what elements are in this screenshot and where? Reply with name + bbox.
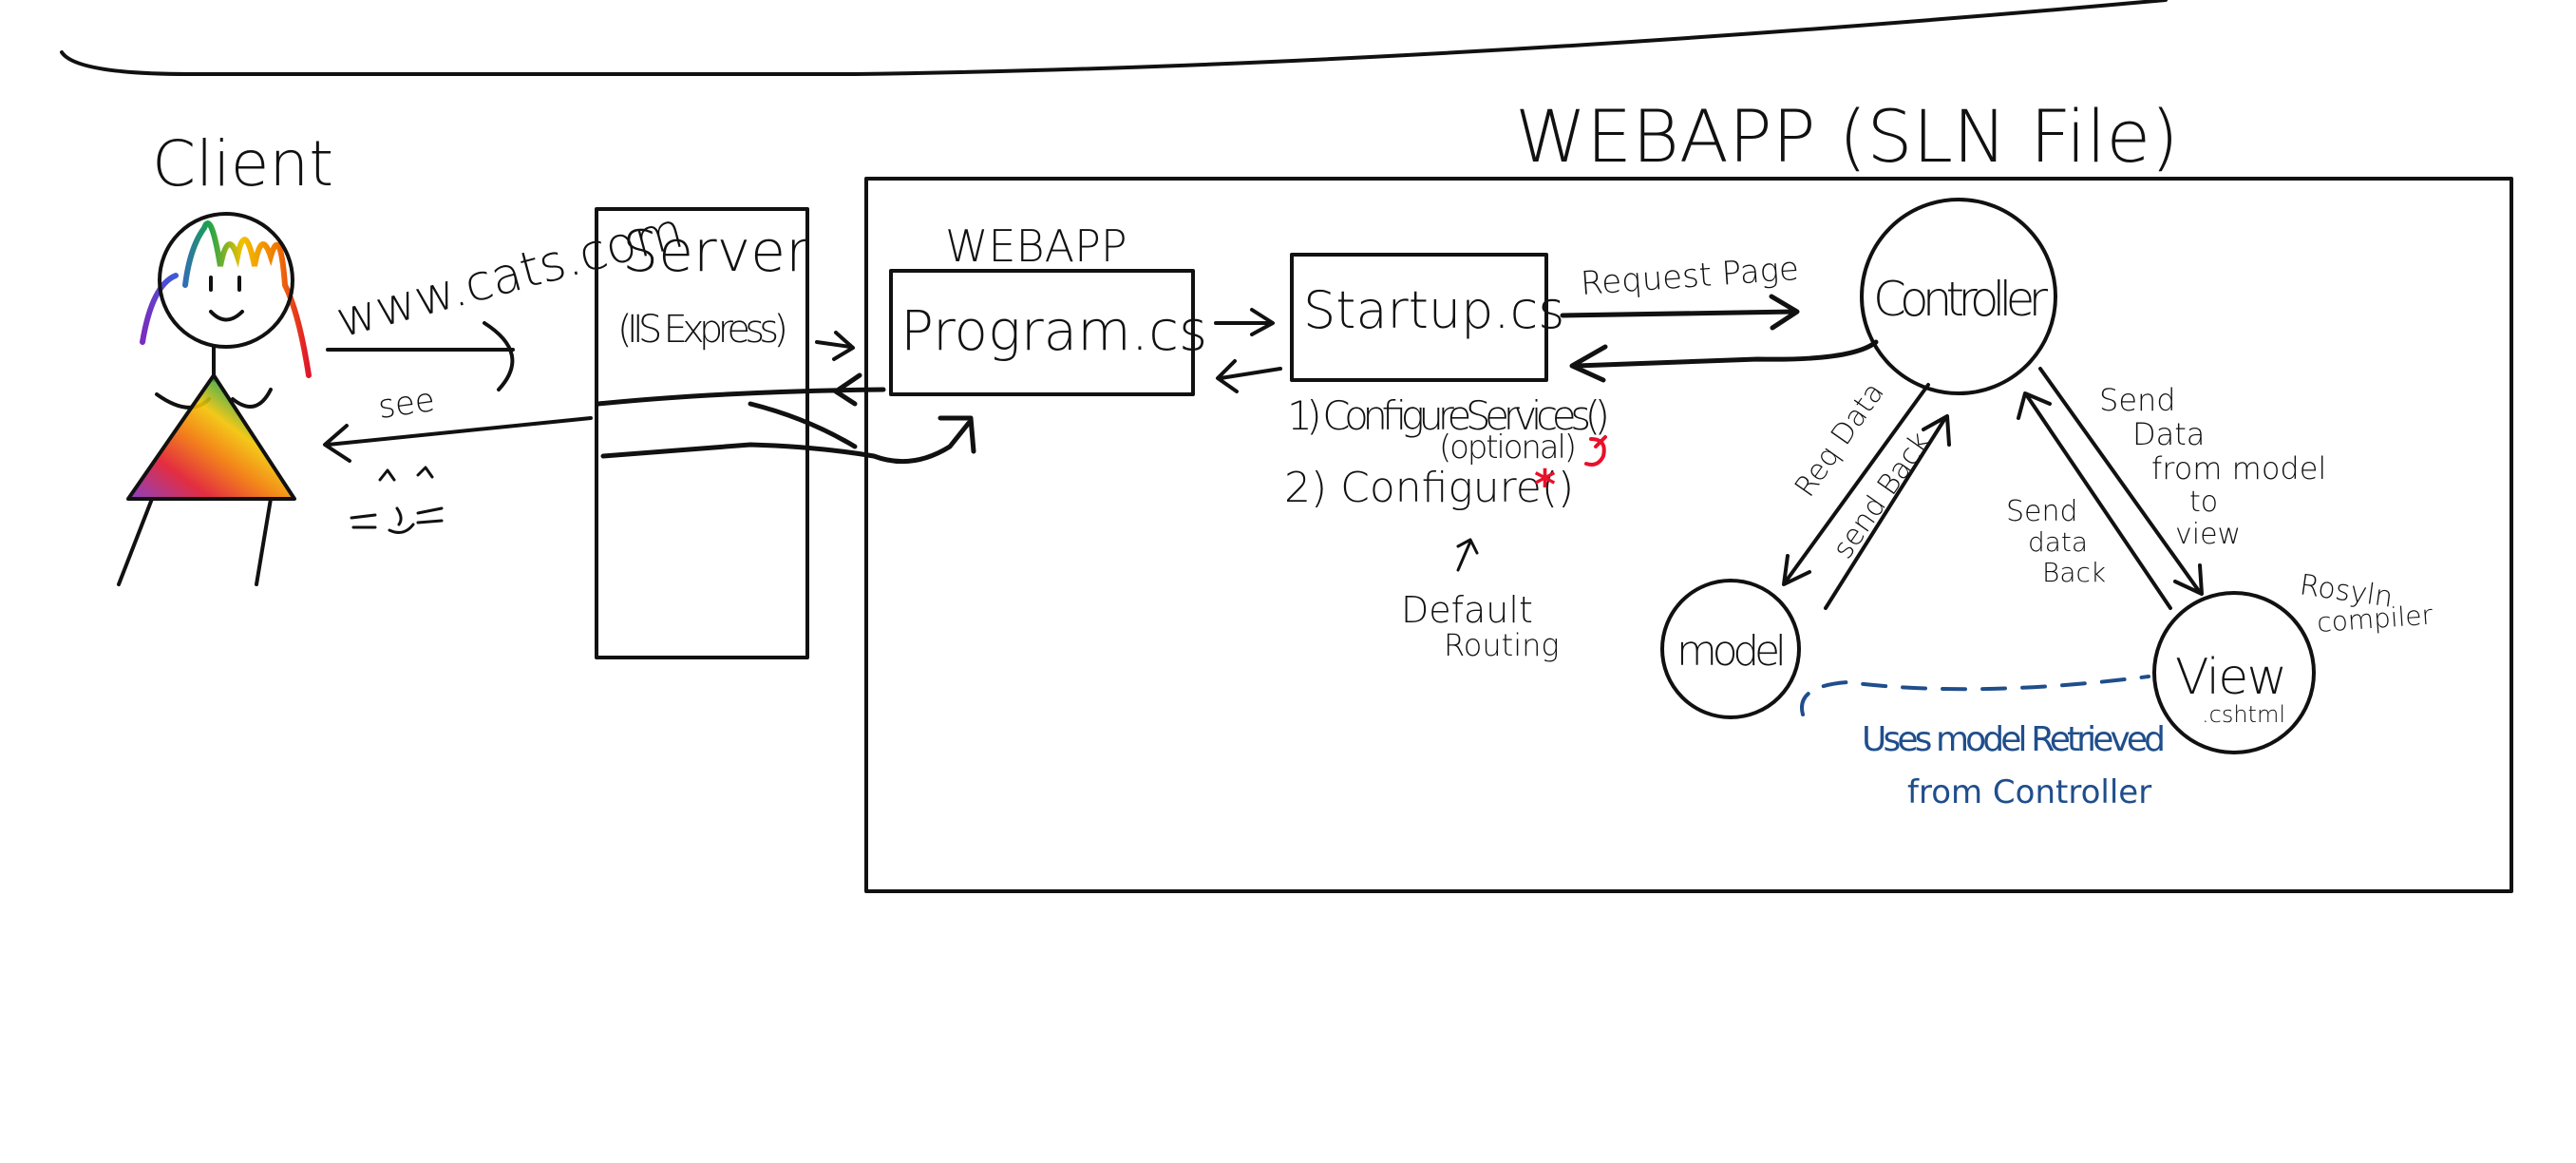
program-label: Program.cs (900, 298, 1207, 363)
send-data-view-line5: view (2175, 518, 2241, 551)
uses-model-line1: Uses model Retrieved (1862, 720, 2166, 759)
send-data-view-line1: Send (2099, 382, 2176, 418)
client-head (158, 212, 294, 349)
default-routing-line1: Default (1401, 589, 1533, 631)
webapp-frame (864, 177, 2513, 893)
model-circle (1660, 579, 1801, 719)
program-box (889, 269, 1195, 396)
startup-box (1290, 253, 1548, 382)
startup-label: Startup.cs (1303, 280, 1564, 340)
server-box (595, 207, 809, 659)
server-title: Server (622, 219, 809, 285)
controller-to-model-arrow (1782, 383, 1930, 586)
webapp-label: WEBAPP (945, 220, 1127, 272)
startup-to-controller-arrow (1560, 294, 1800, 331)
model-to-controller-arrow (1824, 414, 1951, 610)
required-asterisk: * (1534, 461, 1556, 509)
send-data-back-line3: Back (2042, 557, 2106, 588)
solution-title: WEBAPP (SLN File) (1515, 94, 2179, 179)
client-label: Client (152, 127, 333, 200)
send-data-back-line2: data (2028, 526, 2088, 558)
controller-to-view-arrow (2038, 367, 2204, 596)
controller-label: Controller (1873, 272, 2048, 327)
view-sublabel: .cshtml (2202, 701, 2285, 728)
send-data-view-line3: from model (2151, 450, 2326, 486)
view-circle (2152, 591, 2316, 754)
send-data-view-line4: to (2189, 486, 2218, 519)
client-figure: Client (117, 127, 444, 586)
program-to-startup-arrow (1214, 308, 1275, 336)
send-data-back-line1: Send (2006, 495, 2078, 528)
controller-to-startup-arrow (1569, 339, 1879, 383)
server-subtitle: (IIS Express) (617, 308, 788, 352)
uses-model-line2: from Controller (1907, 773, 2151, 811)
request-page-label: Request Page (1580, 250, 1800, 303)
startup-to-program-arrow (1216, 359, 1282, 393)
startup-method-2: 2) Configure() (1284, 464, 1574, 512)
see-label: see (376, 381, 438, 427)
startup-method-1: 1) ConfigureServices() (1287, 392, 1610, 439)
top-divider-stroke (60, 0, 2168, 76)
controller-circle (1860, 198, 2057, 395)
default-routing-line2: Routing (1444, 627, 1560, 663)
client-to-server-arrow (326, 321, 515, 391)
send-data-view-line2: Data (2132, 416, 2205, 452)
view-label: View (2175, 649, 2287, 706)
model-view-dashed-link (1800, 675, 2150, 716)
server-to-client-arrow (323, 416, 593, 463)
model-label: model (1676, 627, 1787, 676)
optional-note: (optional) (1439, 429, 1577, 467)
view-to-controller-arrow (2017, 391, 2172, 610)
server-program-link (596, 372, 976, 465)
